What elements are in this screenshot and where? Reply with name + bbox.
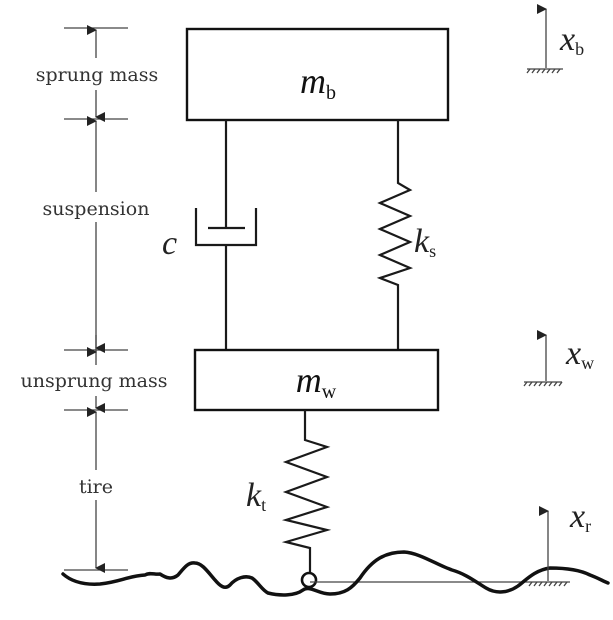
tire-contact-point [300,571,318,589]
dimension-chain: sprung mass suspension unsprung mass tir… [21,25,168,573]
body-displacement-indicator: xb [526,4,584,74]
wheel-displacement-indicator: xw [523,330,594,387]
damper-symbol: c [162,225,177,262]
wheel-mass-subscript: w [322,381,337,403]
road-displacement-indicator: xr [528,498,591,587]
suspension-spring-subscript: s [429,241,436,261]
svg-text:xr: xr [569,498,591,536]
svg-text:kt: kt [246,477,266,515]
unsprung-mass-label: unsprung mass [21,370,168,392]
tire-spring-symbol: k [246,477,262,514]
road-surface [61,550,610,597]
body-displacement-symbol: x [559,21,575,58]
road-displacement-subscript: r [585,516,591,536]
wheel-displacement-symbol: x [565,335,581,372]
sprung-mass-label: sprung mass [36,64,159,86]
svg-text:mw: mw [296,360,337,403]
tire-spring: kt [246,410,332,589]
wheel-displacement-subscript: w [581,353,594,373]
unsprung-mass-dimension: unsprung mass [21,335,168,413]
sprung-mass-block: mb [185,27,450,122]
suspension-spring-symbol: k [414,223,430,260]
suspension-spring: ks [376,120,436,350]
wheel-mass-symbol: m [296,360,322,400]
svg-text:ks: ks [414,223,436,261]
tire-label: tire [79,476,113,498]
damper: c [162,120,258,350]
body-mass-subscript: b [326,82,336,104]
svg-text:xw: xw [565,335,594,373]
ground-hatch-icon [528,581,568,587]
road-profile: xr [61,498,610,597]
suspension-label: suspension [43,198,150,220]
suspension-dimension: suspension [43,116,150,353]
sprung-mass-dimension: sprung mass [36,25,159,122]
tire-spring-subscript: t [261,495,266,515]
body-displacement-subscript: b [575,39,584,59]
tire-dimension: tire [79,407,113,573]
svg-text:mb: mb [300,61,336,104]
unsprung-mass-block: mw [193,348,440,412]
svg-text:xb: xb [559,21,584,59]
road-displacement-symbol: x [569,498,585,535]
body-mass-symbol: m [300,61,326,101]
